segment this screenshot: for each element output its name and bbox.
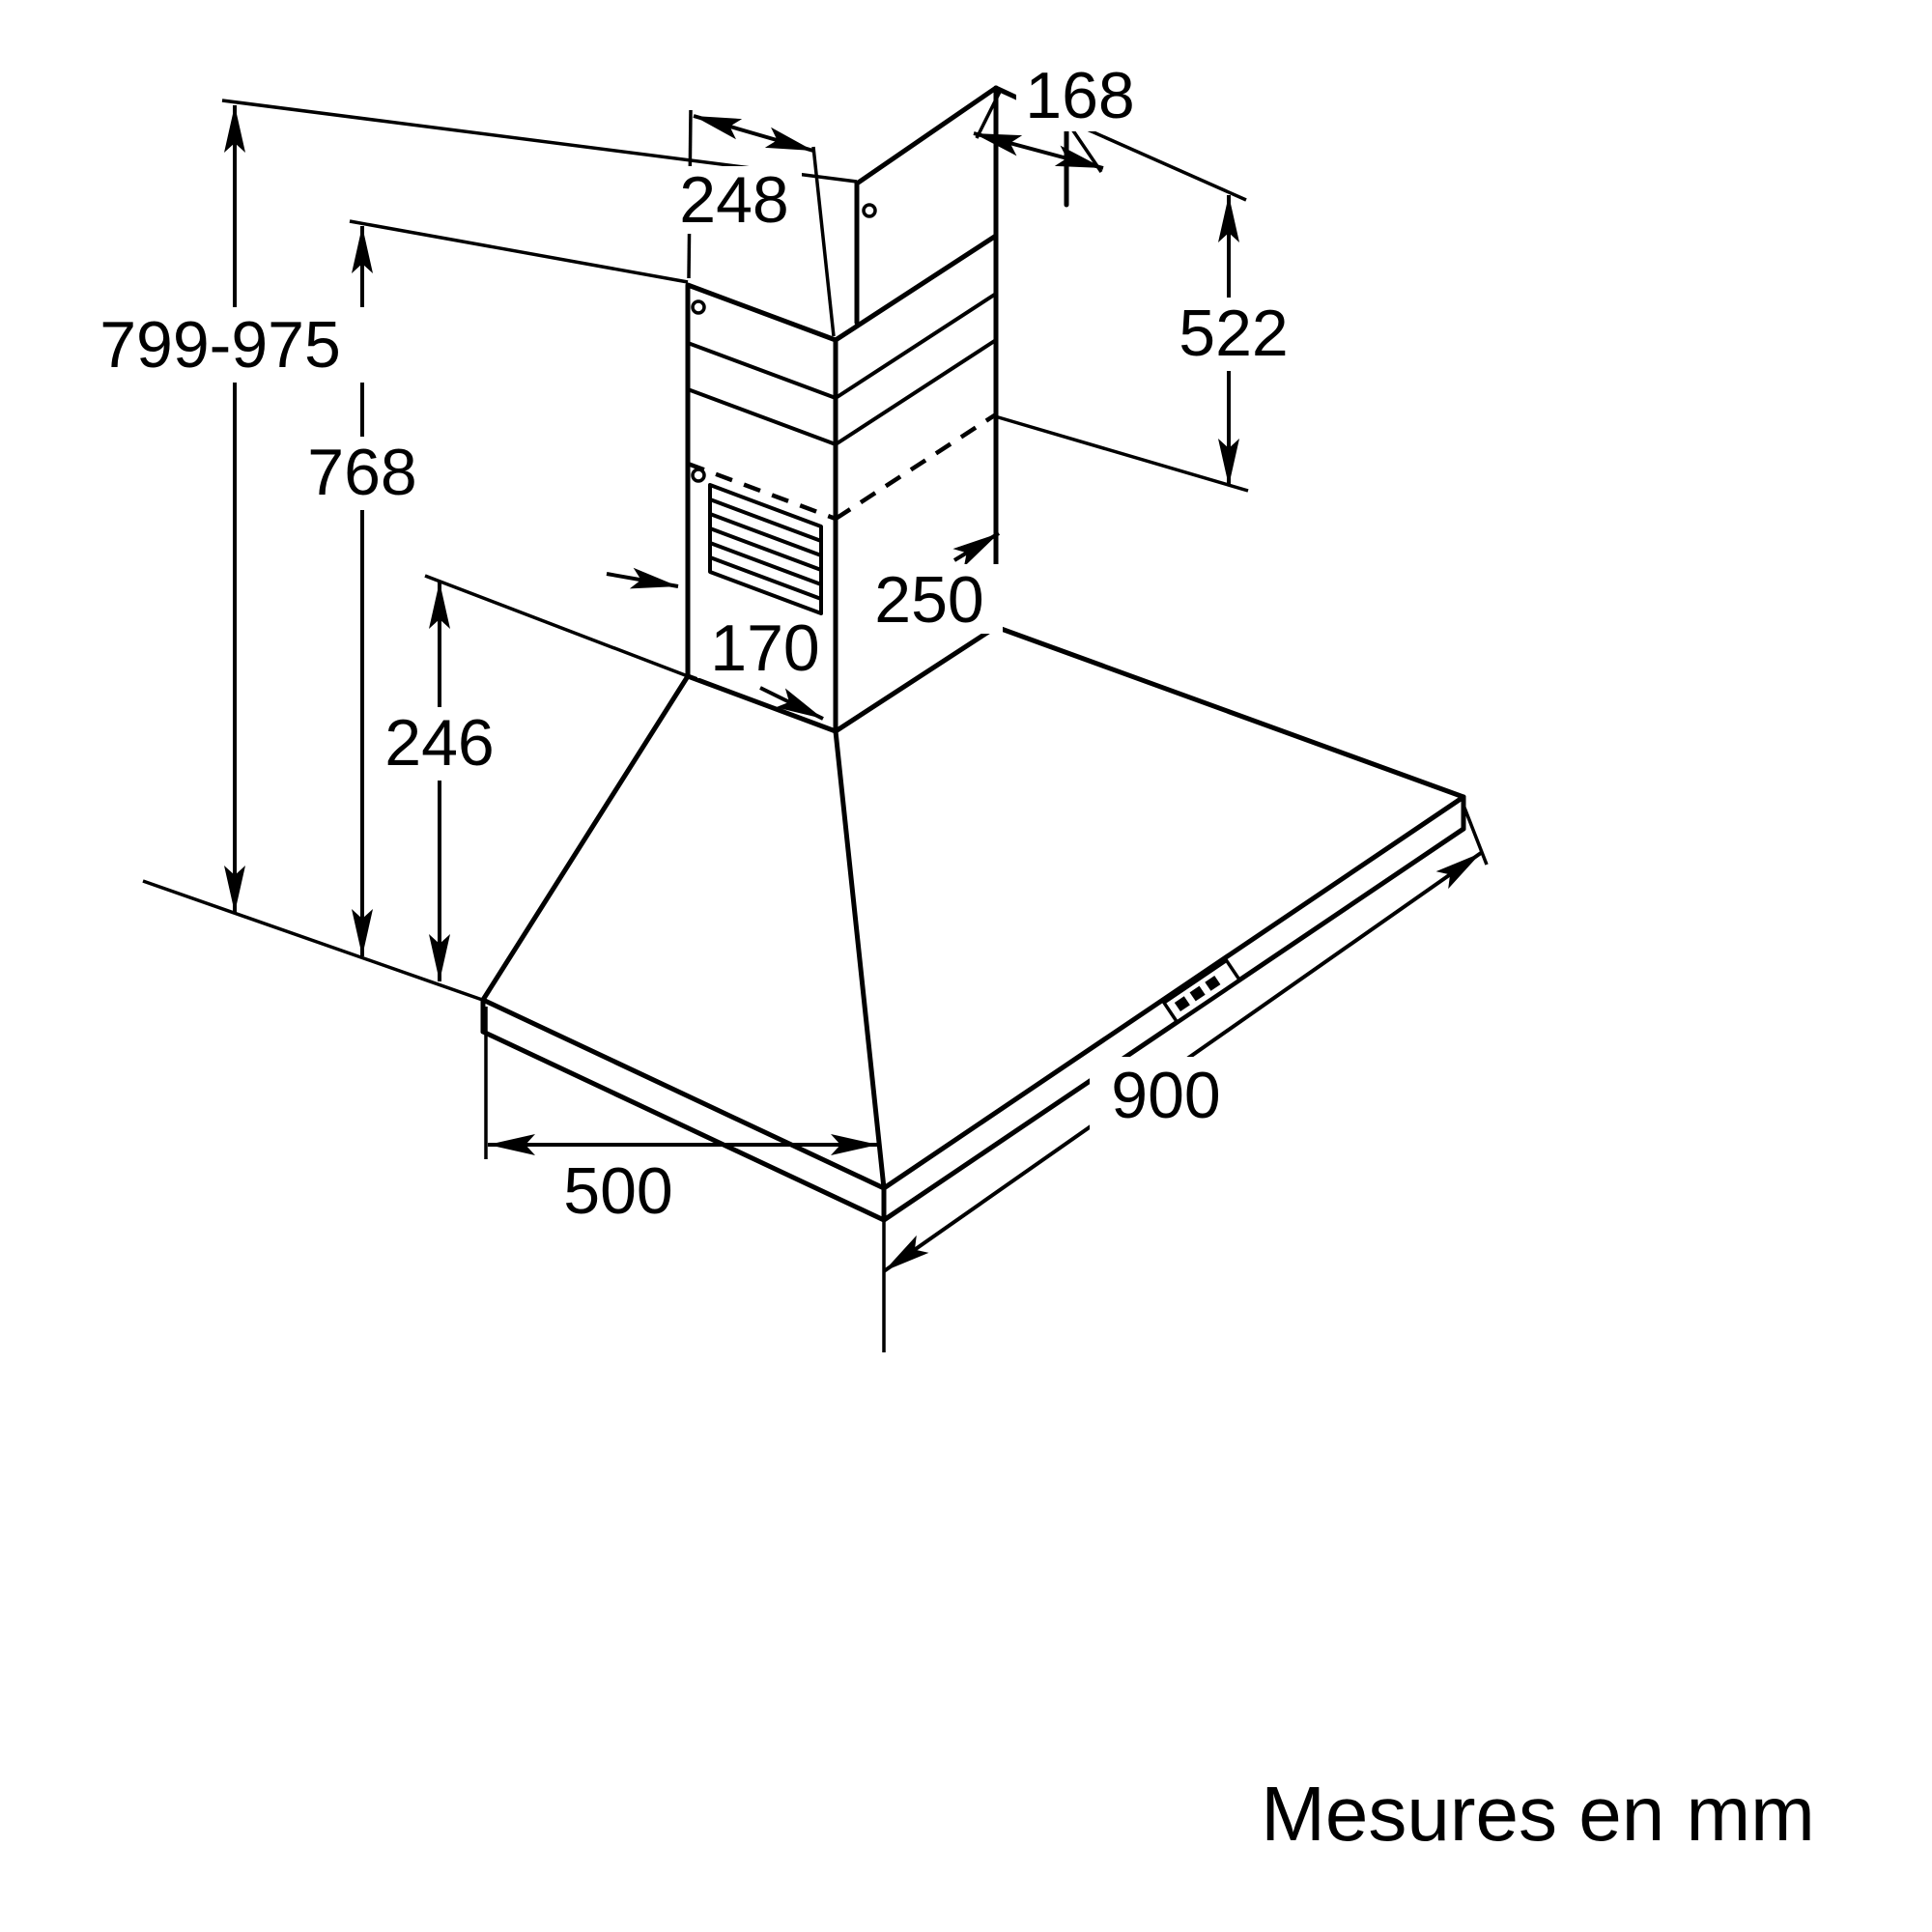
leader-arrow-chimney-depth xyxy=(952,531,1001,567)
vent-grille xyxy=(708,483,823,615)
telescope-dashed-line xyxy=(834,412,998,521)
dim-label-canopy-height: 246 xyxy=(384,706,494,780)
units-caption: Mesures en mm xyxy=(1261,1771,1814,1857)
canopy-edge-right xyxy=(993,624,1466,800)
dim-label-chimney-depth: 250 xyxy=(874,563,983,637)
screw-hole xyxy=(862,203,877,218)
dim-line-chimney-top-width xyxy=(693,114,814,153)
dim-label-chimney-top-width: 248 xyxy=(679,163,788,237)
dimension-labels: 799-975 768 246 248 168 522 170 250 900 … xyxy=(99,59,1289,1228)
label-masks xyxy=(75,66,1310,1132)
dim-line-bracket-depth xyxy=(973,131,1104,170)
canopy-edge-front xyxy=(833,728,887,1191)
dim-label-hood-width: 900 xyxy=(1111,1059,1220,1132)
dim-label-overall-height: 799-975 xyxy=(99,308,341,382)
telescope-dashed-line xyxy=(687,461,837,522)
dim-label-upper-chimney-height: 522 xyxy=(1179,297,1288,370)
dim-label-bracket-depth: 168 xyxy=(1025,59,1134,132)
dim-label-chimney-width: 170 xyxy=(710,611,819,685)
canopy xyxy=(480,624,1466,1223)
screw-hole xyxy=(691,299,706,315)
leader-arrow-chimney-width-2 xyxy=(759,686,824,721)
screw-hole xyxy=(691,468,706,483)
dim-label-min-height: 768 xyxy=(307,436,416,509)
rim-top-edge xyxy=(480,794,1466,1191)
leader-arrow-chimney-width xyxy=(606,567,679,589)
dim-label-hood-depth: 500 xyxy=(563,1154,672,1228)
canopy-edge-left xyxy=(480,673,691,1003)
cooker-hood-drawing xyxy=(480,85,1466,1223)
